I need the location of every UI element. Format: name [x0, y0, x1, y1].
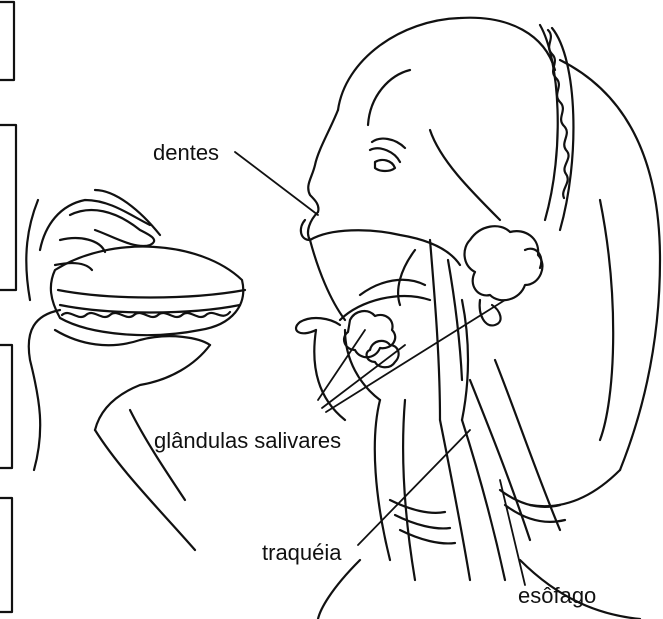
label-teeth: dentes	[153, 142, 219, 164]
face-profile	[308, 110, 405, 240]
side-frames	[0, 2, 16, 612]
label-esophagus: esôfago	[518, 585, 596, 607]
leader-lines	[235, 152, 525, 585]
neck-tubes	[318, 360, 640, 619]
hand-arm	[26, 190, 210, 550]
sandwich	[51, 247, 245, 336]
mouth-cross-section	[296, 220, 468, 420]
salivary-glands	[344, 226, 542, 367]
leader-gland-a	[318, 330, 365, 400]
label-trachea: traquéia	[262, 542, 342, 564]
hair	[338, 18, 660, 507]
leader-teeth	[235, 152, 318, 215]
label-salivary-glands: glândulas salivares	[154, 430, 341, 452]
